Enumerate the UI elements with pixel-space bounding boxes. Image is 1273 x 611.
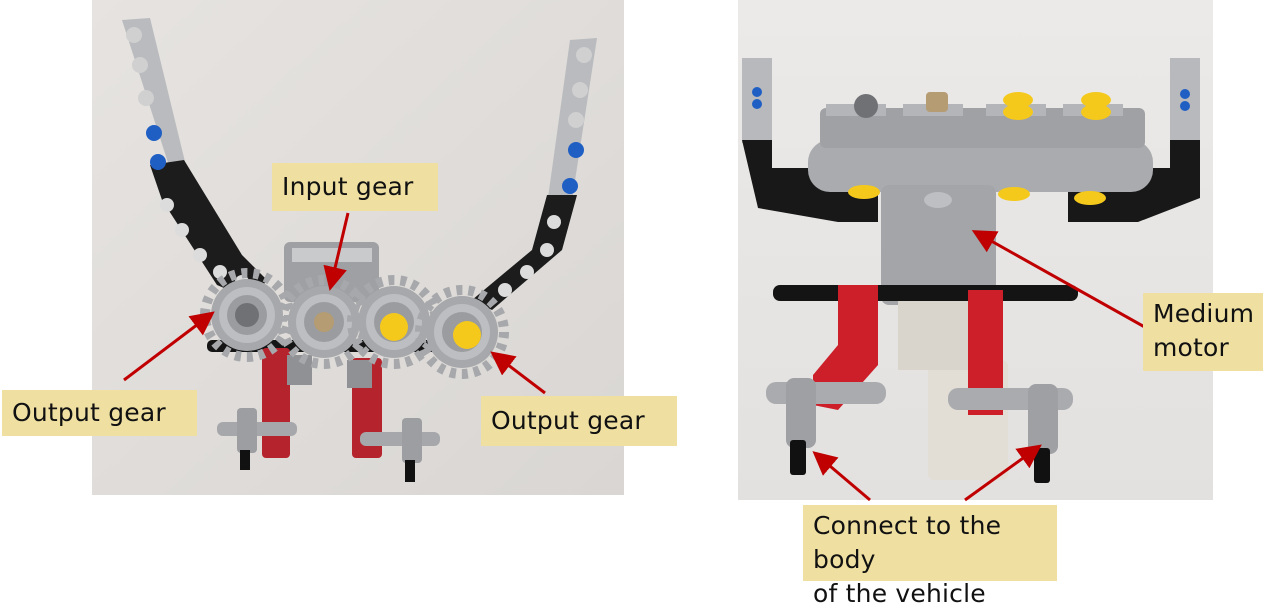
label-medium-motor-line2: motor (1153, 333, 1230, 362)
label-output-gear-right-text: Output gear (491, 406, 645, 435)
label-input-gear-text: Input gear (282, 172, 414, 201)
label-connect-vehicle-line2: of the vehicle (813, 579, 986, 608)
label-medium-motor-line1: Medium (1153, 299, 1255, 328)
label-output-gear-left-text: Output gear (12, 398, 166, 427)
label-medium-motor: Medium motor (1143, 293, 1263, 371)
label-input-gear: Input gear (272, 163, 438, 211)
label-output-gear-left: Output gear (2, 390, 197, 436)
photo-gear-assembly-rear (738, 0, 1213, 500)
label-connect-vehicle-line1: Connect to the body (813, 511, 1002, 574)
label-connect-vehicle: Connect to the body of the vehicle (803, 505, 1057, 608)
label-output-gear-right: Output gear (481, 396, 677, 446)
